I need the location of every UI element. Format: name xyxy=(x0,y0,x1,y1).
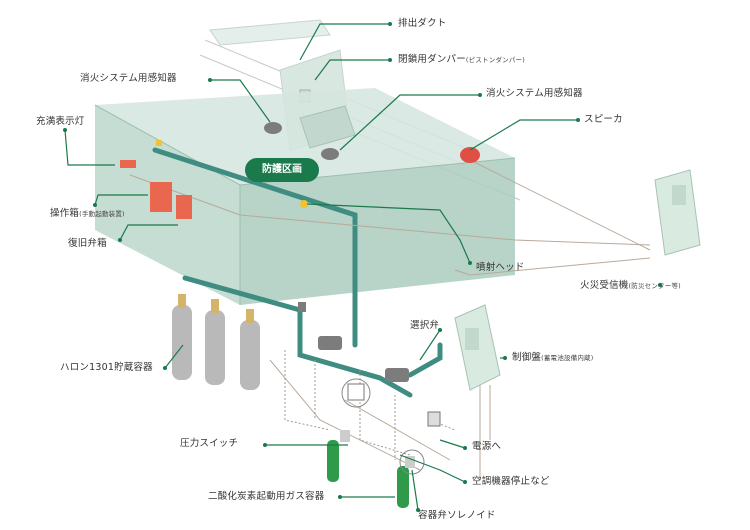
pressure-switch-icon xyxy=(347,383,365,401)
label-control-panel-note: (蓄電池設備内蔵) xyxy=(541,354,594,362)
protected-zone-badge: 防護区画 xyxy=(245,158,319,182)
label-filled-indicator: 充満表示灯 xyxy=(36,116,85,127)
label-speaker: スピーカ xyxy=(584,114,623,125)
leader-dots xyxy=(63,22,662,512)
control-panel xyxy=(454,304,501,391)
halon-cylinders xyxy=(172,294,260,390)
label-operation-box: 操作箱(手動起動装置) xyxy=(50,208,125,219)
label-to-power: 電源へ xyxy=(472,441,502,452)
selector-valves xyxy=(298,302,409,382)
label-detector-1: 消火システム用感知器 xyxy=(80,73,177,84)
label-discharge-head: 噴射ヘッド xyxy=(476,262,525,273)
pipe-network xyxy=(152,147,443,398)
wiring xyxy=(129,159,651,480)
label-fire-receiver-note: (防災センター等) xyxy=(628,282,681,290)
detector-icon xyxy=(264,122,282,134)
fire-receiver xyxy=(654,169,701,256)
label-closing-damper: 閉鎖用ダンパー(ピストンダンパー) xyxy=(398,54,525,65)
duct-on-roof xyxy=(299,105,356,149)
reset-valve-box xyxy=(176,195,192,219)
co2-starter-cylinders xyxy=(327,430,415,508)
discharge-head-icon xyxy=(300,200,308,208)
label-reset-valve-box: 復旧弁箱 xyxy=(68,238,107,249)
label-control-panel: 制御盤(蓄電池設備内蔵) xyxy=(512,352,594,363)
label-co2-starter: 二酸化炭素起動用ガス容器 xyxy=(208,491,325,502)
label-exhaust-duct: 排出ダクト xyxy=(398,18,447,29)
leader-lines xyxy=(64,23,578,511)
label-halon-container: ハロン1301貯蔵容器 xyxy=(60,362,153,373)
filled-indicator-lamp xyxy=(120,160,136,168)
label-fire-receiver: 火災受信機(防災センター等) xyxy=(580,280,681,291)
label-solenoid: 容器弁ソレノイド xyxy=(418,510,496,521)
speaker-icon xyxy=(460,147,480,163)
detector-icon xyxy=(321,148,339,160)
label-closing-damper-note: (ピストンダンパー) xyxy=(465,56,525,64)
label-operation-box-note: (手動起動装置) xyxy=(79,210,125,218)
label-detector-2: 消火システム用感知器 xyxy=(486,88,583,99)
pipe-head-icon xyxy=(156,140,162,146)
label-selector-valve: 選択弁 xyxy=(410,320,440,331)
relay-icon xyxy=(427,411,441,427)
label-pressure-switch: 圧力スイッチ xyxy=(180,438,239,449)
label-ac-stop: 空調機器停止など xyxy=(472,476,550,487)
operation-box xyxy=(150,182,172,212)
